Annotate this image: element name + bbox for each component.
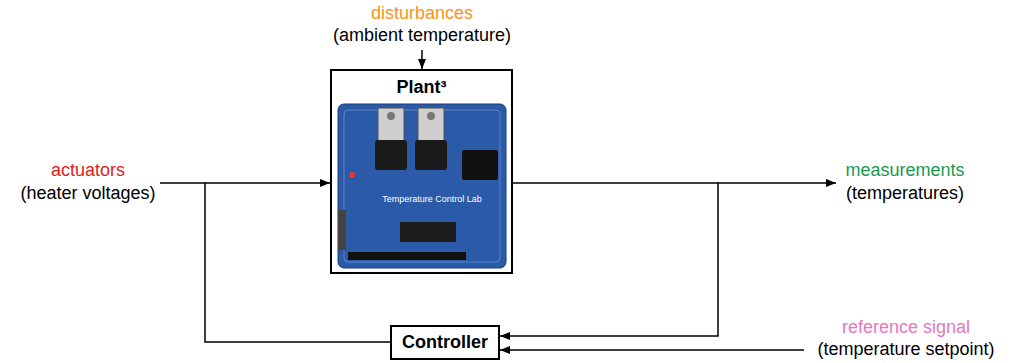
controller-box: Controller — [390, 325, 500, 360]
box-title: Controller — [392, 332, 498, 353]
signal-connector — [205, 183, 390, 342]
plant-box: Plant³ — [330, 69, 513, 274]
signal-label: disturbances — [371, 4, 473, 24]
signal-label: (ambient temperature) — [333, 26, 511, 46]
signal-label: reference signal — [842, 318, 970, 338]
signal-label: (temperature setpoint) — [817, 340, 994, 360]
signal-arrow — [500, 349, 804, 351]
board-print: Temperature Control Lab — [382, 195, 482, 205]
box-title: Plant³ — [332, 77, 511, 98]
signal-label: actuators — [51, 161, 125, 181]
signal-arrow — [421, 50, 423, 69]
signal-label: (heater voltages) — [20, 184, 155, 204]
signal-label: measurements — [845, 161, 964, 181]
signal-connector — [500, 183, 718, 336]
board-photo — [338, 104, 506, 268]
signal-arrow — [718, 182, 836, 184]
signal-line — [160, 182, 205, 184]
signal-label: (temperatures) — [846, 184, 964, 204]
